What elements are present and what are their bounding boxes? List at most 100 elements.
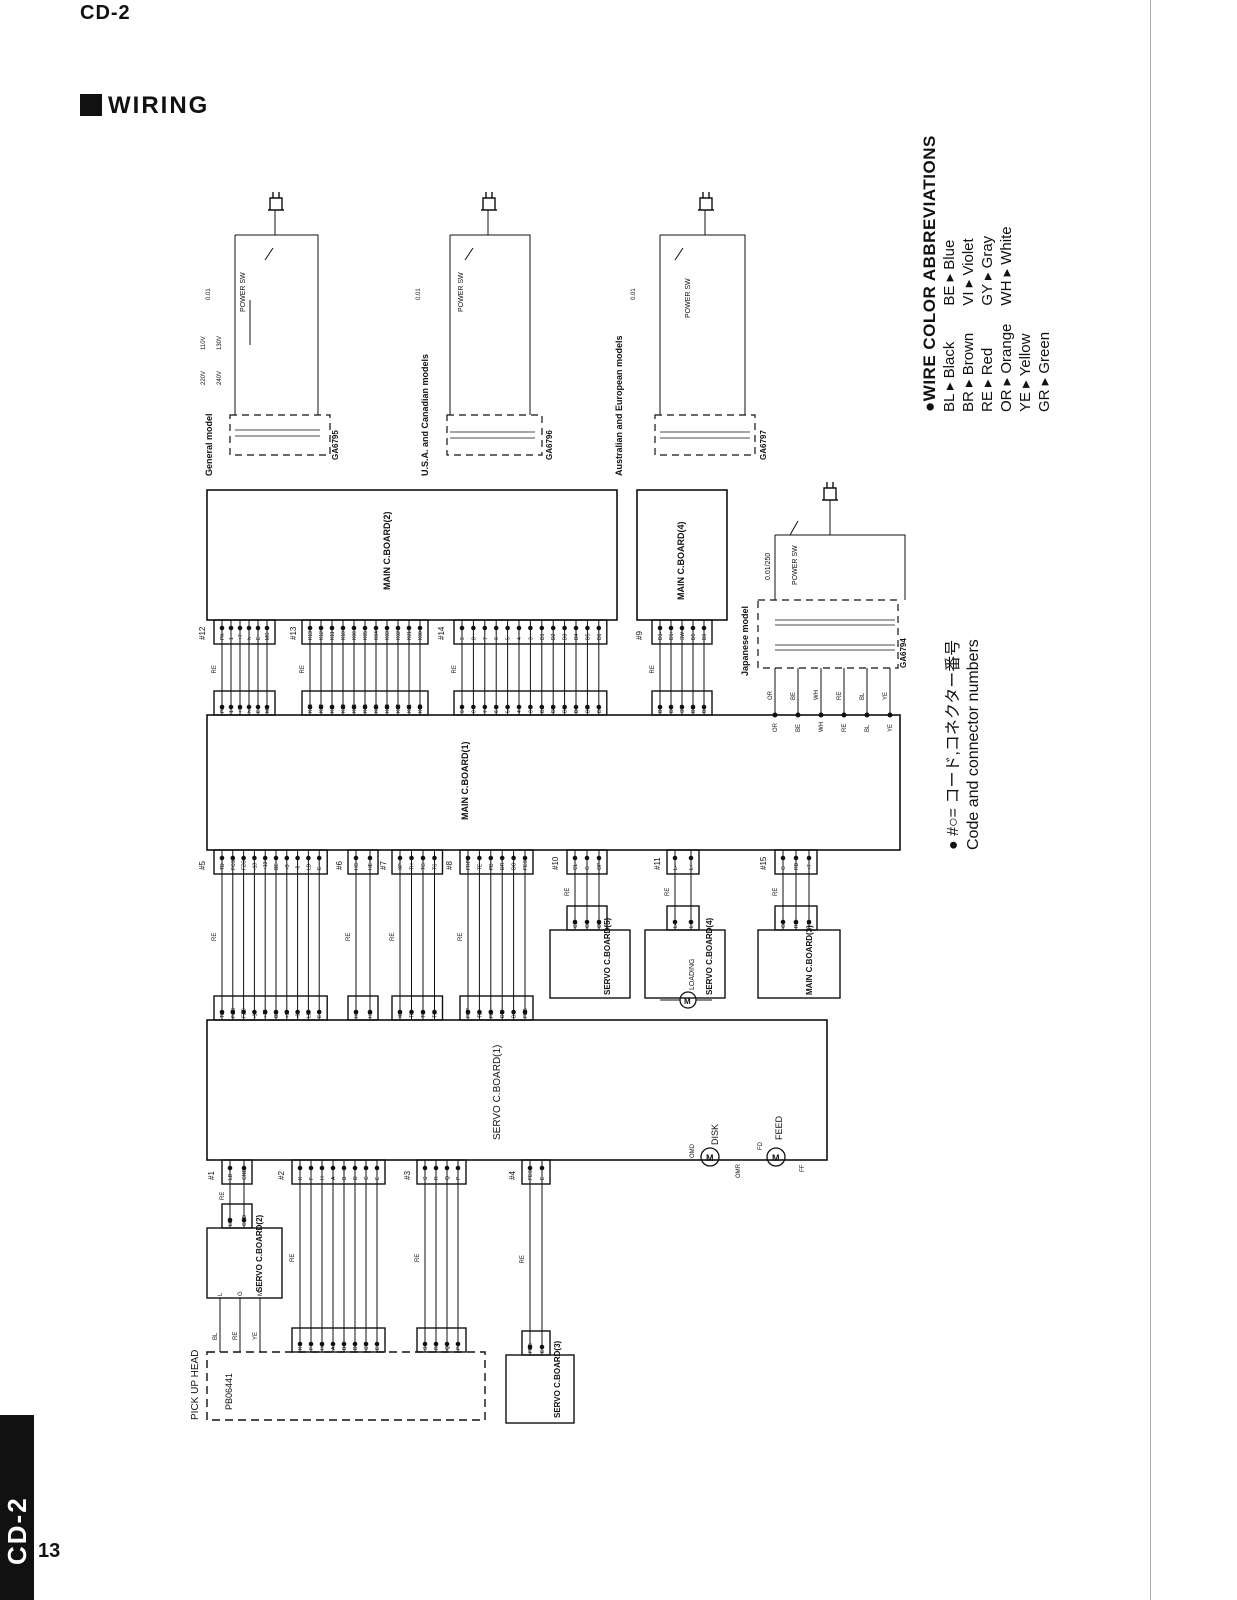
- pin-dot: [227, 1217, 233, 1223]
- jp-power-wiring: [774, 500, 906, 600]
- jp-wire-pin-label: RE: [842, 724, 848, 732]
- pin-dot: [246, 704, 252, 710]
- pin-dot: [688, 919, 694, 925]
- connector-housing: [459, 849, 534, 875]
- connector-id: #10: [551, 856, 560, 870]
- pin-label: 1: [229, 637, 235, 640]
- pin-dot: [297, 1165, 303, 1171]
- general-cap-label: 0.01: [206, 288, 212, 300]
- disk-pin-omr: OMR: [736, 1163, 742, 1178]
- pin-dot: [482, 625, 488, 631]
- pin-label: D1+: [669, 704, 675, 713]
- pin-label: SW: [680, 705, 686, 713]
- pin-dot: [793, 855, 799, 861]
- pin-label: 8: [471, 637, 477, 640]
- pin-dot: [374, 1165, 380, 1171]
- pin-dot: [373, 704, 379, 710]
- pin-label: FCS: [231, 1007, 237, 1018]
- pin-dot: [341, 1165, 347, 1171]
- wire-color-tag: RE: [290, 1254, 296, 1262]
- pin-label: B: [342, 1346, 348, 1350]
- pin-dot: [318, 704, 324, 710]
- pin-label: +9: [285, 864, 291, 870]
- pin-label: FES: [523, 860, 529, 870]
- pin-label: TG: [421, 1011, 427, 1018]
- general-switch-label: POWER SW: [240, 272, 247, 312]
- pin-label: CL: [573, 921, 579, 928]
- pin-dot: [397, 1009, 403, 1015]
- pin-dot: [318, 625, 324, 631]
- pin-label: E: [375, 1346, 381, 1350]
- pin-label: K: [298, 1176, 304, 1180]
- pin-label: D5: [691, 706, 697, 713]
- main-board-1-label: MAIN C.BOARD(1): [460, 742, 470, 821]
- pin-dot: [585, 704, 590, 710]
- pin-label: F: [309, 1347, 315, 1350]
- pin-label: G: [781, 866, 787, 870]
- pin-label: +13: [263, 861, 269, 870]
- jp-transformer-coil: [775, 619, 895, 651]
- connector-id: #7: [379, 861, 388, 870]
- servo-board-5: [549, 929, 631, 999]
- pin-dot: [319, 1341, 325, 1347]
- pin-dot: [409, 1009, 414, 1015]
- pin-label: K04: [374, 631, 380, 640]
- pin-dot: [493, 704, 499, 710]
- pin-label: DR: [500, 862, 506, 870]
- pin-dot: [887, 712, 893, 718]
- jp-wire-pin-label: BE: [796, 724, 802, 732]
- pin-dot: [230, 855, 236, 861]
- pin-label: TD: [220, 863, 226, 870]
- feed-motor-label: FEED: [774, 1115, 784, 1140]
- disk-pin-omd: OMD: [690, 1143, 696, 1158]
- servo-board-4-label: SERVO C.BOARD(4): [705, 917, 714, 995]
- main-board-2-label: MAIN C.BOARD(2): [382, 512, 392, 591]
- pin-dot: [341, 1341, 347, 1347]
- pin-dot: [444, 1165, 450, 1171]
- pin-label: TH: [410, 1011, 416, 1018]
- servo-board-2: [206, 1227, 283, 1299]
- pin-dot: [297, 1341, 303, 1347]
- pin-dot: [273, 1009, 279, 1015]
- pin-dot: [499, 855, 505, 861]
- pin-label: S: [423, 1176, 429, 1180]
- connector-id: #11: [653, 857, 662, 870]
- wire-color-tag: RE: [773, 888, 779, 896]
- pin-dot: [793, 919, 799, 925]
- pin-label: FZC: [242, 860, 248, 870]
- pin-dot: [701, 704, 707, 710]
- pin-label: h: [247, 710, 253, 713]
- pin-dot: [340, 625, 346, 631]
- pin-label: K05: [363, 704, 369, 713]
- pin-dot: [308, 1165, 314, 1171]
- connector-housing: [213, 849, 328, 875]
- pin-label: FES: [523, 1008, 529, 1018]
- pin-label: TS: [433, 1011, 439, 1018]
- pin-label: D2: [551, 706, 557, 713]
- pin-dot: [772, 712, 778, 718]
- pin-label: E: [317, 1014, 323, 1018]
- servo-board-3: [505, 1354, 575, 1424]
- pin-dot: [352, 1165, 358, 1171]
- pin-dot: [527, 1165, 533, 1171]
- pin-dot: [306, 1009, 311, 1015]
- pin-dot: [596, 855, 602, 861]
- jp-model-label: Japanese model: [740, 606, 750, 676]
- pin-dot: [330, 1341, 336, 1347]
- pin-label: G: [781, 924, 787, 928]
- pin-dot: [227, 1165, 233, 1171]
- pin-dot: [363, 1165, 369, 1171]
- jp-wire-label: WH: [814, 690, 820, 700]
- servo-board-2-label: SERVO C.BOARD(2): [255, 1214, 264, 1292]
- pin-label: LB: [306, 863, 312, 870]
- pin-label: 8: [471, 710, 477, 713]
- pin-label: PK: [220, 706, 226, 713]
- aus-transformer-part: GA6797: [759, 430, 768, 460]
- pin-label: K10: [341, 631, 347, 640]
- pin-label: E: [375, 1176, 381, 1180]
- pickup-head: [206, 1351, 486, 1421]
- svg-text:M: M: [772, 1153, 780, 1163]
- pin-dot: [316, 1009, 322, 1015]
- servo-board-1: [206, 1019, 828, 1161]
- pin-dot: [465, 1009, 471, 1015]
